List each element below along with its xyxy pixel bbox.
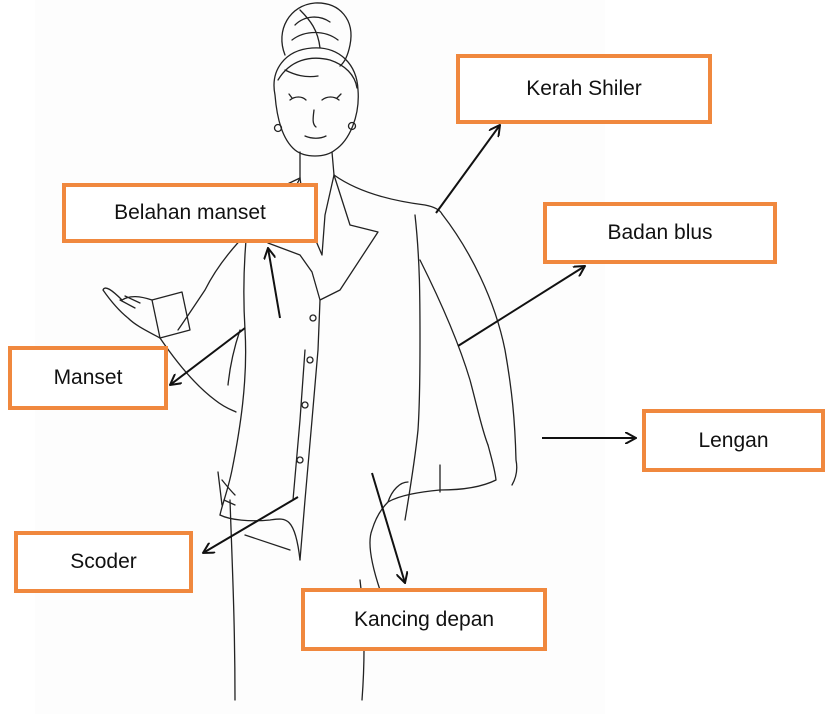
label-badan-blus: Badan blus xyxy=(543,202,777,264)
label-manset: Manset xyxy=(8,346,168,410)
label-kancing-depan: Kancing depan xyxy=(301,588,547,651)
label-kerah-shiler: Kerah Shiler xyxy=(456,54,712,124)
label-scoder: Scoder xyxy=(14,531,193,593)
label-belahan-manset: Belahan manset xyxy=(62,183,318,243)
label-lengan: Lengan xyxy=(642,409,825,472)
